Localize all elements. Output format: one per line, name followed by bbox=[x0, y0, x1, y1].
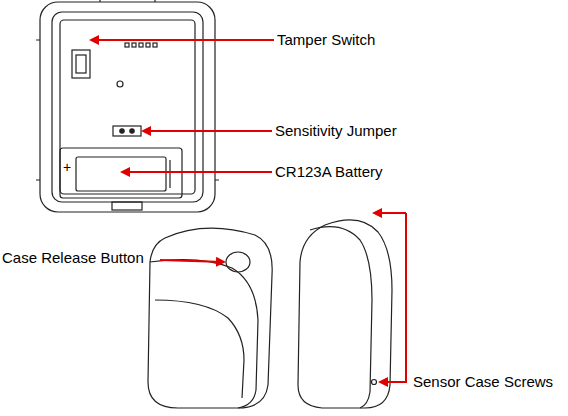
back-plate bbox=[36, 0, 219, 212]
part-label: Case Release Button bbox=[2, 249, 144, 267]
leader-lines bbox=[91, 40, 406, 382]
part-label: Sensitivity Jumper bbox=[275, 122, 397, 140]
part-label: CR123A Battery bbox=[275, 163, 383, 181]
sensor-case-back bbox=[298, 220, 392, 408]
part-label: Tamper Switch bbox=[277, 31, 375, 49]
sensor-case-front bbox=[148, 228, 272, 408]
part-label: Sensor Case Screws bbox=[413, 373, 553, 391]
polarity-mark: + bbox=[63, 158, 71, 176]
